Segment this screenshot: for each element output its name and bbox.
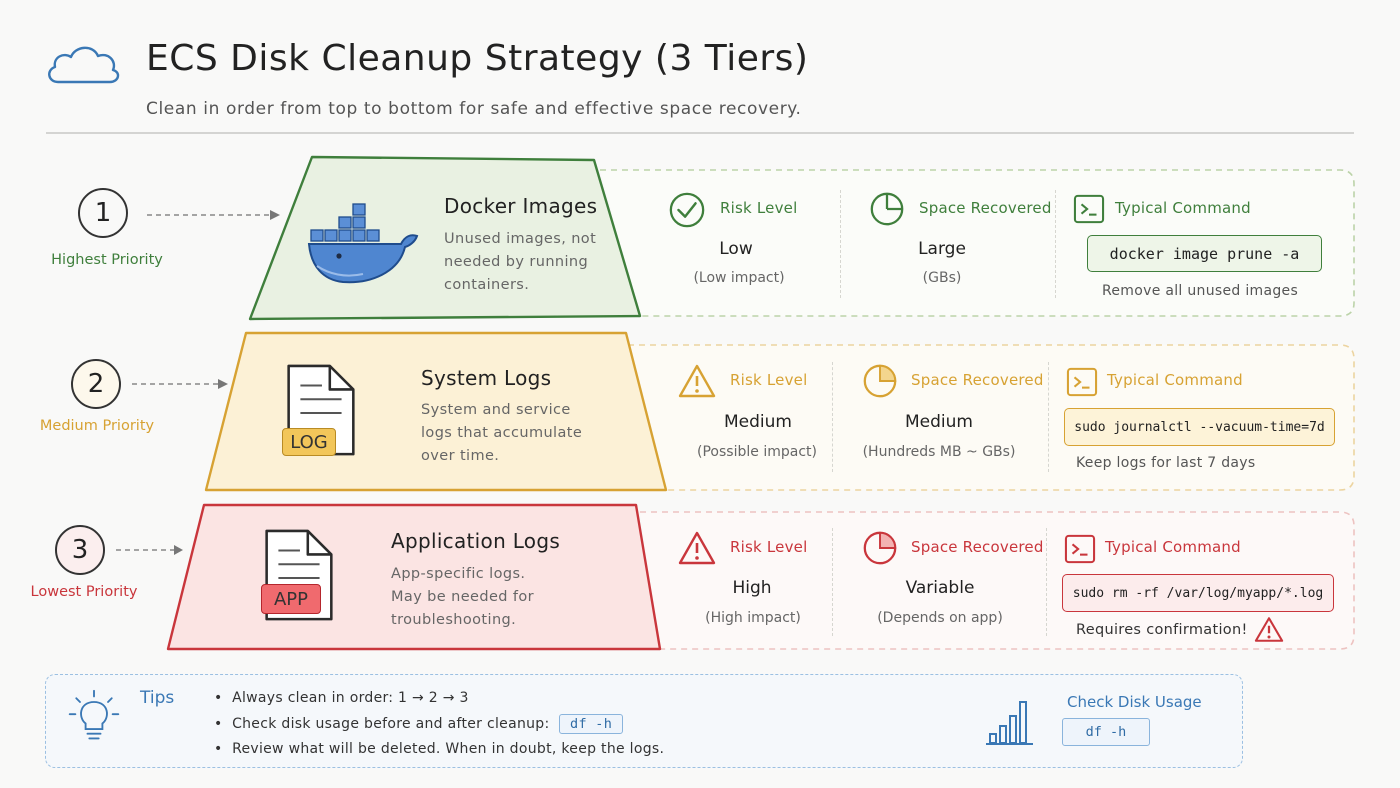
- tier-3-desc-line: May be needed for: [391, 589, 535, 605]
- tier-3-space-sub: (Depends on app): [877, 610, 1003, 626]
- column-divider: [1055, 190, 1056, 298]
- tier-3-command-note: Requires confirmation!: [1076, 622, 1248, 638]
- warning-icon: [1254, 617, 1284, 642]
- column-divider: [840, 190, 841, 298]
- bar-chart-icon: [986, 701, 1033, 745]
- check-disk-code[interactable]: df -h: [1062, 718, 1150, 746]
- terminal-icon: [1073, 194, 1105, 224]
- tier-1-priority-label: Highest Priority: [51, 252, 163, 268]
- tier-1-space-label: Space Recovered: [919, 199, 1052, 217]
- tier-1-desc-line: containers.: [444, 277, 530, 293]
- tier-2-description: System and service logs that accumulate …: [421, 399, 582, 468]
- cloud-icon: [48, 46, 120, 84]
- tier-3-desc-line: App-specific logs.: [391, 566, 526, 582]
- tier-3-description: App-specific logs. May be needed for tro…: [391, 563, 534, 632]
- tip-text: Always clean in order: 1 → 2 → 3: [232, 690, 469, 706]
- lightbulb-icon: [68, 689, 120, 740]
- tier-3-priority-circle: 3: [55, 525, 105, 575]
- tier-1-risk-label: Risk Level: [720, 199, 798, 217]
- column-divider: [1046, 528, 1047, 636]
- tier-2-priority-label: Medium Priority: [39, 418, 155, 434]
- tier-2-risk-label: Risk Level: [730, 371, 808, 389]
- tier-1-risk-sub: (Low impact): [693, 270, 785, 286]
- tier-2-desc-line: logs that accumulate: [421, 425, 583, 441]
- tier-3-risk-value: High: [732, 578, 772, 598]
- tier-3-title: Application Logs: [391, 529, 561, 553]
- tier-2-desc-line: System and service: [421, 402, 571, 418]
- tip-item: • Always clean in order: 1 → 2 → 3: [214, 690, 469, 706]
- tip-text: Check disk usage before and after cleanu…: [232, 716, 550, 732]
- tier-2-desc-line: over time.: [421, 448, 500, 464]
- tier-1-description: Unused images, not needed by running con…: [444, 228, 596, 297]
- check-disk-title: Check Disk Usage: [1067, 693, 1202, 711]
- pie-chart-icon: [870, 192, 904, 226]
- tier-3-space-value: Variable: [905, 578, 975, 598]
- tier-3-command-box[interactable]: sudo rm -rf /var/log/myapp/*.log: [1062, 574, 1334, 612]
- terminal-icon: [1064, 534, 1096, 564]
- tier-3-priority-label: Lowest Priority: [30, 584, 138, 600]
- tier-3-risk-label: Risk Level: [730, 538, 808, 556]
- pie-chart-icon: [863, 364, 897, 398]
- tier-2-command-label: Typical Command: [1107, 371, 1243, 389]
- tier-3-command-label: Typical Command: [1105, 538, 1241, 556]
- tier-1-desc-line: needed by running: [444, 254, 589, 270]
- header-divider: [46, 132, 1354, 134]
- tier-2-title: System Logs: [421, 366, 552, 390]
- log-badge: LOG: [282, 428, 336, 456]
- tier-1-space-sub: (GBs): [922, 270, 962, 286]
- tier-2-command-box[interactable]: sudo journalctl --vacuum-time=7d: [1064, 408, 1335, 446]
- tier-1-number: 1: [94, 198, 112, 228]
- tier-1-command-note: Remove all unused images: [1102, 283, 1299, 299]
- column-divider: [832, 528, 833, 636]
- tier-3-number: 3: [71, 535, 89, 565]
- column-divider: [832, 362, 833, 472]
- tips-title: Tips: [140, 688, 175, 708]
- tier-1-priority-circle: 1: [78, 188, 128, 238]
- tier-2-space-label: Space Recovered: [911, 371, 1044, 389]
- tip-code-chip[interactable]: df -h: [559, 714, 624, 734]
- tier-1-desc-line: Unused images, not: [444, 231, 597, 247]
- page-title: ECS Disk Cleanup Strategy (3 Tiers): [146, 38, 809, 79]
- tier-2-risk-value: Medium: [724, 412, 792, 432]
- tier-1-command-label: Typical Command: [1115, 199, 1251, 217]
- warning-icon: [678, 364, 716, 398]
- tier-3-space-label: Space Recovered: [911, 538, 1044, 556]
- tier-1-space-value: Large: [918, 239, 966, 259]
- docker-whale-icon: [307, 203, 419, 284]
- tip-item: • Review what will be deleted. When in d…: [214, 741, 665, 757]
- tier-3-risk-sub: (High impact): [705, 610, 801, 626]
- app-badge: APP: [261, 584, 321, 614]
- tier-2-command-note: Keep logs for last 7 days: [1076, 455, 1256, 471]
- check-circle-icon: [669, 192, 705, 228]
- tier-1-title: Docker Images: [444, 194, 598, 218]
- tier-2-space-value: Medium: [905, 412, 973, 432]
- tier-2-priority-circle: 2: [71, 359, 121, 409]
- tier-1-command-box[interactable]: docker image prune -a: [1087, 235, 1322, 272]
- tip-text: Review what will be deleted. When in dou…: [232, 741, 665, 757]
- pie-chart-icon: [863, 531, 897, 565]
- column-divider: [1048, 362, 1049, 472]
- tier-1-risk-value: Low: [719, 239, 753, 259]
- tier-2-space-sub: (Hundreds MB ~ GBs): [862, 444, 1016, 460]
- tier-2-risk-sub: (Possible impact): [697, 444, 817, 460]
- warning-icon: [678, 531, 716, 565]
- tier-2-number: 2: [87, 369, 105, 399]
- tips-panel: [45, 674, 1243, 768]
- tier-3-desc-line: troubleshooting.: [391, 612, 517, 628]
- tip-item: • Check disk usage before and after clea…: [214, 714, 624, 734]
- terminal-icon: [1066, 367, 1098, 397]
- page-subtitle: Clean in order from top to bottom for sa…: [146, 99, 802, 119]
